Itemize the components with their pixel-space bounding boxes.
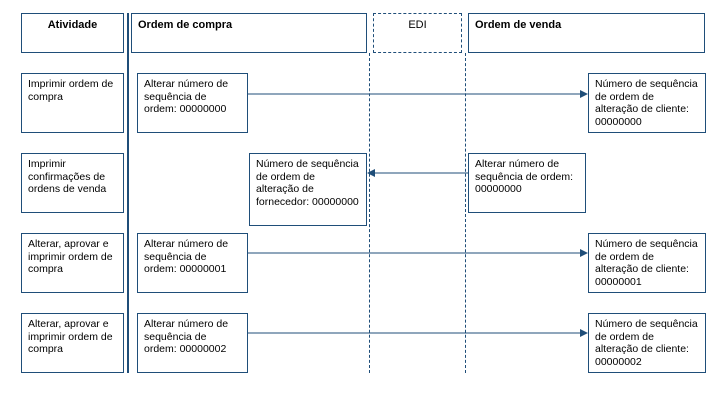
header-sales-order: Ordem de venda <box>468 13 705 53</box>
row1-sales-box: Número de sequência de ordem de alteraçã… <box>588 73 706 133</box>
row2-sales-box: Alterar número de sequência de ordem: 00… <box>468 153 586 213</box>
edi-left-dashed-line <box>369 53 370 373</box>
row4-sales-box: Número de sequência de ordem de alteraçã… <box>588 313 706 373</box>
row4-activity: Alterar, aprovar e imprimir ordem de com… <box>21 313 124 373</box>
row1-purchase-box: Alterar número de sequência de ordem: 00… <box>137 73 248 133</box>
header-purchase-order: Ordem de compra <box>131 13 367 53</box>
edi-right-dashed-line <box>465 53 466 373</box>
row3-purchase-box: Alterar número de sequência de ordem: 00… <box>137 233 248 293</box>
header-edi: EDI <box>373 13 462 53</box>
row2-purchase-box: Número de sequência de ordem de alteraçã… <box>249 153 367 226</box>
activity-divider-line <box>127 13 129 373</box>
header-activity: Atividade <box>21 13 124 53</box>
row2-activity: Imprimir confirmações de ordens de venda <box>21 153 124 213</box>
row1-activity: Imprimir ordem de compra <box>21 73 124 133</box>
row3-activity: Alterar, aprovar e imprimir ordem de com… <box>21 233 124 293</box>
row3-sales-box: Número de sequência de ordem de alteraçã… <box>588 233 706 293</box>
row4-purchase-box: Alterar número de sequência de ordem: 00… <box>137 313 248 373</box>
